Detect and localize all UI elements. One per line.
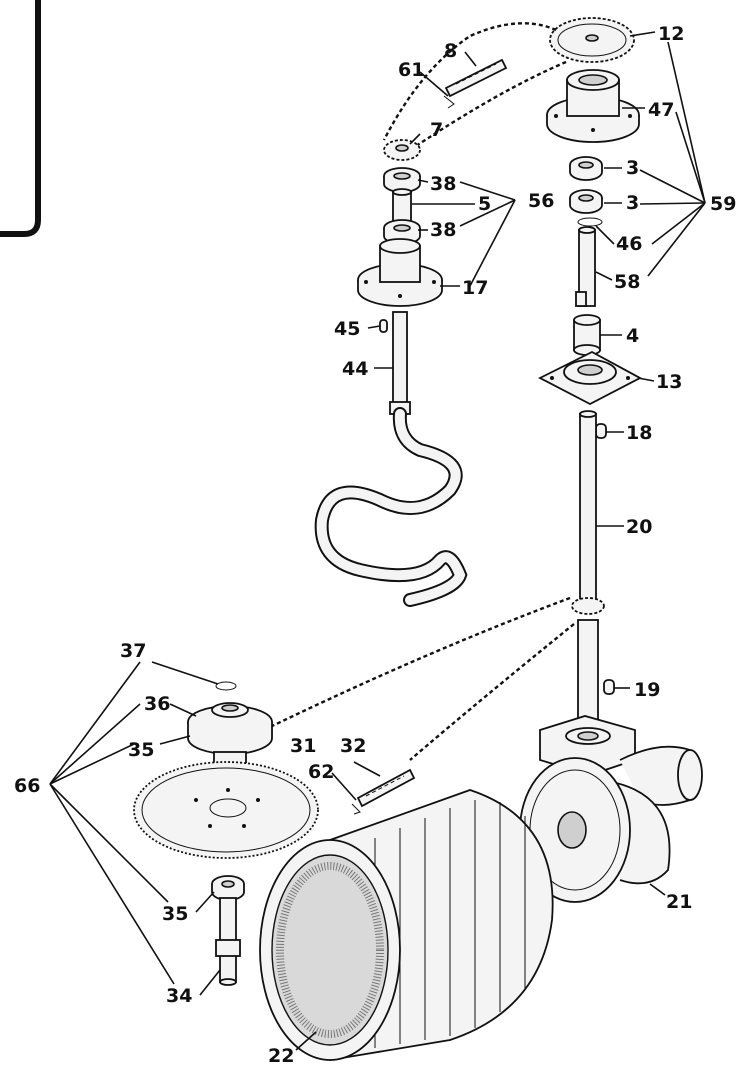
label-37: 37: [120, 640, 146, 662]
label-38-upper: 38: [430, 173, 456, 195]
gearbox-21: [519, 715, 703, 903]
sprocket-12: [549, 17, 635, 63]
lower-chain: [267, 596, 575, 761]
label-46: 46: [616, 233, 642, 255]
coupling-4: [573, 314, 601, 356]
label-31: 31: [290, 735, 316, 757]
chain-link-8: [443, 58, 508, 109]
label-59: 59: [710, 193, 736, 215]
label-34: 34: [166, 985, 192, 1007]
label-22: 22: [268, 1045, 294, 1067]
flange-bearing-13: [538, 350, 642, 406]
key-45: [379, 319, 388, 333]
label-3-upper: 3: [626, 157, 639, 179]
label-20: 20: [626, 516, 652, 538]
part-labels: 12 8 61 47 7 3 3 38 5 56 59 38 46 17 58 …: [14, 23, 736, 1067]
shaft-34: [215, 897, 241, 986]
label-35-lower: 35: [162, 903, 188, 925]
label-66: 66: [14, 775, 40, 797]
upper-chain: [382, 22, 567, 151]
label-17: 17: [462, 277, 488, 299]
label-7: 7: [430, 119, 443, 141]
label-35-upper: 35: [128, 739, 154, 761]
key-18: [595, 423, 607, 439]
chain-link-32: [351, 768, 416, 815]
label-3-lower: 3: [626, 192, 639, 214]
sprocket-7: [383, 139, 421, 161]
label-45: 45: [334, 318, 360, 340]
label-5: 5: [478, 193, 491, 215]
label-8: 8: [444, 40, 457, 62]
label-12: 12: [658, 23, 684, 45]
retaining-ring-46: [577, 217, 603, 227]
bearing-38-lower: [383, 219, 421, 245]
dough-hook-44: [314, 311, 468, 607]
shaft-20: [579, 410, 597, 601]
label-32: 32: [340, 735, 366, 757]
ring-37: [215, 681, 237, 691]
shaft-5: [392, 188, 412, 227]
housing-17: [357, 238, 443, 307]
bushing-35: [211, 875, 245, 901]
label-58: 58: [614, 271, 640, 293]
bearing-housing-47: [546, 69, 640, 143]
label-61: 61: [398, 59, 424, 81]
bearing-3-upper: [569, 156, 603, 181]
shaft-19-assembly: [577, 619, 615, 721]
label-36: 36: [144, 693, 170, 715]
bearing-3-lower: [569, 189, 603, 214]
label-4: 4: [626, 325, 639, 347]
label-13: 13: [656, 371, 682, 393]
label-62: 62: [308, 761, 334, 783]
leader-lines: [49, 31, 706, 1051]
label-21: 21: [666, 891, 692, 913]
label-18: 18: [626, 422, 652, 444]
bearing-38-upper: [383, 167, 421, 193]
motor-22: [259, 789, 554, 1062]
gear-31: [133, 761, 319, 859]
label-19: 19: [634, 679, 660, 701]
label-56: 56: [528, 190, 554, 212]
lower-sprocket: [571, 597, 605, 615]
shaft-58: [575, 226, 596, 307]
label-38-lower: 38: [430, 219, 456, 241]
label-44: 44: [342, 358, 368, 380]
label-47: 47: [648, 99, 674, 121]
frame-corner: [0, 0, 41, 237]
